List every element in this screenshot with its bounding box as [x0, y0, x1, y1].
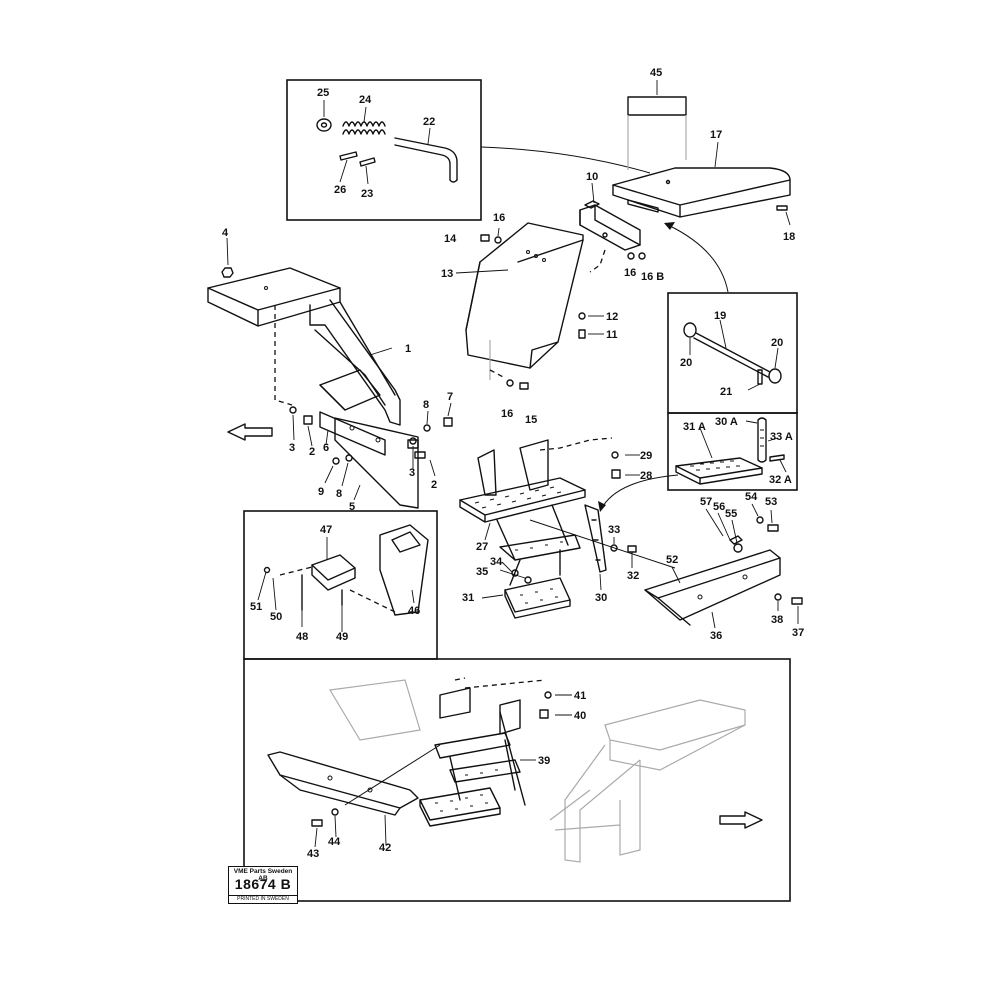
callout-19: 19: [714, 310, 726, 322]
callout-45: 45: [650, 67, 662, 79]
callout-35: 35: [476, 566, 488, 578]
step-ladder: [459, 439, 586, 619]
callout-14: 14: [444, 233, 457, 245]
callout-13: 13: [441, 268, 453, 280]
callout-34: 34: [490, 556, 503, 568]
callout-28: 28: [640, 470, 652, 482]
callout-20a: 20: [680, 357, 692, 369]
fender-support-1: [207, 267, 401, 426]
callout-16B: 16 B: [641, 271, 664, 283]
drawing-number-stamp: VME Parts Sweden AB 18674 B PRINTED IN S…: [228, 866, 298, 904]
callout-51: 51: [250, 601, 262, 613]
callout-15: 15: [525, 414, 537, 426]
callout-9: 9: [318, 486, 324, 498]
callout-12: 12: [606, 311, 618, 323]
inset-frame-ladder-variant: [243, 658, 791, 902]
callout-1: 1: [405, 343, 411, 355]
fender-17: [612, 167, 791, 218]
callout-21: 21: [720, 386, 732, 398]
callout-39: 39: [538, 755, 550, 767]
callout-42: 42: [379, 842, 391, 854]
callout-36: 36: [710, 630, 722, 642]
mounting-plate: [319, 411, 419, 509]
direction-arrow-left: [227, 423, 273, 441]
callout-33A: 33 A: [770, 431, 793, 443]
callout-7: 7: [447, 391, 453, 403]
callout-16b: 16: [624, 267, 636, 279]
seat-cushion-part: [627, 96, 687, 170]
callout-30A: 30 A: [715, 416, 738, 428]
callout-3b: 3: [409, 467, 415, 479]
callout-47: 47: [320, 524, 332, 536]
stamp-printed-note: PRINTED IN SWEDEN: [229, 895, 297, 903]
side-panel-13: [465, 222, 584, 380]
callout-27: 27: [476, 541, 488, 553]
callout-22: 22: [423, 116, 435, 128]
callout-53: 53: [765, 496, 777, 508]
callout-25: 25: [317, 87, 329, 99]
callout-4: 4: [222, 227, 229, 239]
callout-40: 40: [574, 710, 586, 722]
callout-55: 55: [725, 508, 737, 520]
callout-20b: 20: [771, 337, 783, 349]
callout-29: 29: [640, 450, 652, 462]
callout-48: 48: [296, 631, 308, 643]
callout-10: 10: [586, 171, 598, 183]
callout-2b: 2: [431, 479, 437, 491]
callout-43: 43: [307, 848, 319, 860]
callout-2a: 2: [309, 446, 315, 458]
callout-3a: 3: [289, 442, 295, 454]
callout-41: 41: [574, 690, 586, 702]
callout-6: 6: [323, 442, 329, 454]
callout-26: 26: [334, 184, 346, 196]
callout-8a: 8: [423, 399, 429, 411]
callout-23: 23: [361, 188, 373, 200]
latch-pin-assembly: [316, 118, 458, 183]
callout-37: 37: [792, 627, 804, 639]
callout-33: 33: [608, 524, 620, 536]
callout-54: 54: [745, 491, 758, 503]
inset-frame-latch-pin: [286, 79, 482, 221]
side-rail-30: [584, 504, 607, 573]
callout-49: 49: [336, 631, 348, 643]
ghost-tractor-frame: [549, 699, 746, 863]
callout-5: 5: [349, 501, 355, 513]
bracket-10: [579, 200, 641, 251]
callout-16c: 16: [501, 408, 513, 420]
callout-56: 56: [713, 501, 725, 513]
stamp-drawing-number: 18674 B: [234, 876, 292, 892]
direction-arrow-right: [719, 811, 763, 829]
step-frame-42: [267, 751, 419, 816]
callout-44: 44: [328, 836, 341, 848]
callout-30: 30: [595, 592, 607, 604]
callout-38: 38: [771, 614, 783, 626]
axle-assembly: [683, 322, 782, 385]
callout-32: 32: [627, 570, 639, 582]
callout-31: 31: [462, 592, 474, 604]
callout-24: 24: [359, 94, 372, 106]
callout-57: 57: [700, 496, 712, 508]
ladder-variant-39: [329, 679, 526, 827]
stamp-company: VME Parts Sweden AB: [233, 868, 293, 882]
cover-assembly: [301, 524, 429, 616]
callout-32A: 32 A: [769, 474, 792, 486]
callout-17: 17: [710, 129, 722, 141]
callout-46: 46: [408, 605, 420, 617]
inset-frame-step-option: [667, 412, 798, 491]
callout-labels: 45 25 24 22 26 23 17 10 18 16 14 13 16 1…: [222, 67, 804, 860]
callout-52: 52: [666, 554, 678, 566]
callout-18: 18: [783, 231, 795, 243]
callout-16a: 16: [493, 212, 505, 224]
step-option: [675, 417, 785, 485]
step-frame-36: [644, 549, 781, 626]
callout-11: 11: [606, 329, 618, 341]
callout-31A: 31 A: [683, 421, 706, 433]
callout-8b: 8: [336, 488, 342, 500]
callout-50: 50: [270, 611, 282, 623]
